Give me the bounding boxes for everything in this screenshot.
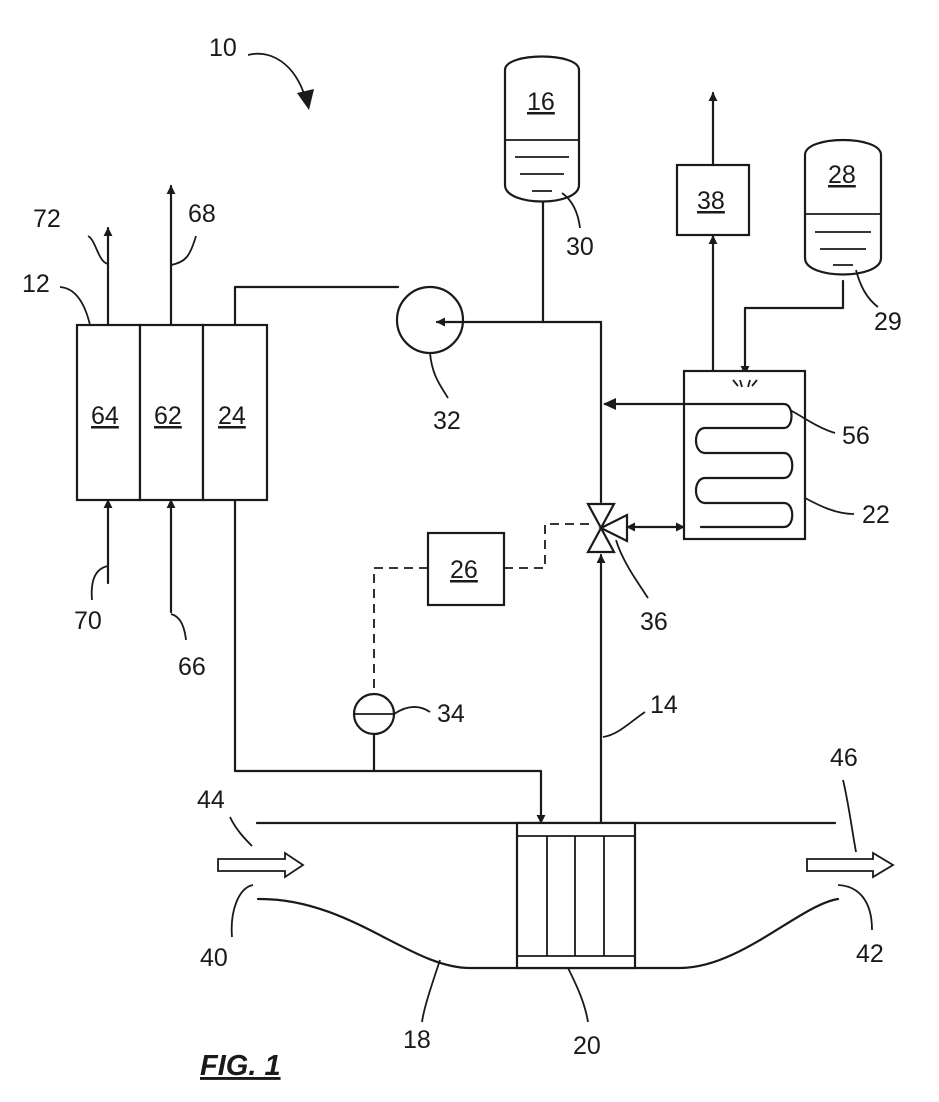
leader-66 bbox=[171, 614, 186, 640]
label-66: 66 bbox=[178, 653, 206, 681]
label-72: 72 bbox=[33, 205, 61, 233]
leader-14 bbox=[603, 712, 645, 737]
label-62: 62 bbox=[154, 402, 182, 430]
leader-22 bbox=[805, 498, 854, 514]
leader-18 bbox=[422, 960, 440, 1022]
label-32: 32 bbox=[433, 407, 461, 435]
label-68: 68 bbox=[188, 200, 216, 228]
control-signal-sensor bbox=[374, 568, 428, 693]
label-64: 64 bbox=[91, 402, 119, 430]
label-42: 42 bbox=[856, 940, 884, 968]
core-20 bbox=[517, 823, 635, 968]
label-29: 29 bbox=[874, 308, 902, 336]
label-22: 22 bbox=[862, 501, 890, 529]
pump-return-pipe bbox=[235, 287, 398, 325]
label-16: 16 bbox=[527, 88, 555, 116]
leader-42 bbox=[838, 885, 872, 930]
label-28: 28 bbox=[828, 161, 856, 189]
system-pointer-arrowhead bbox=[297, 89, 314, 110]
label-46: 46 bbox=[830, 744, 858, 772]
figure-caption: FIG. 1 bbox=[200, 1050, 281, 1082]
label-56: 56 bbox=[842, 422, 870, 450]
leader-40 bbox=[232, 885, 253, 937]
leader-72 bbox=[88, 236, 108, 264]
label-70: 70 bbox=[74, 607, 102, 635]
leader-29 bbox=[856, 270, 878, 307]
tank-16 bbox=[505, 57, 579, 202]
leader-36 bbox=[616, 540, 648, 598]
leader-68 bbox=[171, 236, 196, 265]
pump-32 bbox=[397, 287, 463, 353]
coil-inlet-arrowhead bbox=[603, 398, 616, 410]
inlet-flow-44-arrow bbox=[218, 853, 303, 877]
label-24: 24 bbox=[218, 402, 246, 430]
label-26: 26 bbox=[450, 556, 478, 584]
label-44: 44 bbox=[197, 786, 225, 814]
label-20: 20 bbox=[573, 1032, 601, 1060]
chamber-22-box bbox=[684, 371, 805, 539]
tank-28-feed-pipe bbox=[745, 281, 843, 374]
system-pointer-arrow bbox=[248, 54, 307, 105]
leader-12 bbox=[60, 287, 90, 325]
label-38: 38 bbox=[697, 187, 725, 215]
leader-32 bbox=[430, 353, 448, 398]
label-12: 12 bbox=[22, 270, 50, 298]
control-signal-valve bbox=[504, 524, 590, 568]
leader-70 bbox=[92, 566, 108, 600]
label-40: 40 bbox=[200, 944, 228, 972]
label-34: 34 bbox=[437, 700, 465, 728]
label-14: 14 bbox=[650, 691, 678, 719]
leader-20 bbox=[568, 968, 588, 1022]
label-36: 36 bbox=[640, 608, 668, 636]
label-30: 30 bbox=[566, 233, 594, 261]
leader-34 bbox=[394, 707, 430, 714]
leader-44 bbox=[230, 817, 252, 846]
label-10: 10 bbox=[209, 34, 237, 62]
label-18: 18 bbox=[403, 1026, 431, 1054]
leader-46 bbox=[843, 780, 856, 852]
outlet-flow-46-arrow bbox=[807, 853, 893, 877]
